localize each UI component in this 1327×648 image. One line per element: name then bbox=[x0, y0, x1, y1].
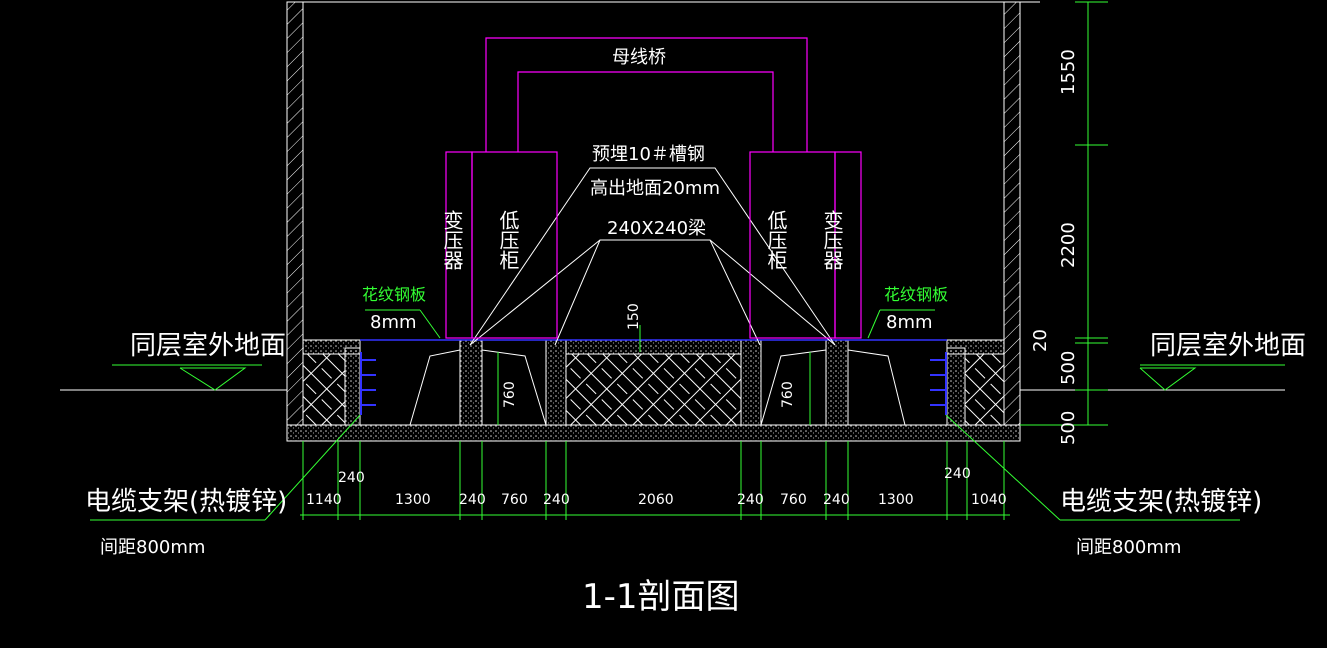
vdim-500-b: 500 bbox=[1058, 411, 1079, 445]
right-trench-outline bbox=[847, 349, 906, 426]
hdim-760-right: 760 bbox=[780, 492, 807, 508]
dim-760-right-label: 760 bbox=[780, 381, 796, 408]
equipment-right bbox=[749, 151, 862, 339]
drawing-title: 1-1剖面图 bbox=[582, 577, 740, 617]
vertical-dimension bbox=[1020, 1, 1108, 426]
left-mid-pier bbox=[545, 339, 567, 426]
cable-bracket-left-label: 电缆支架(热镀锌) bbox=[85, 487, 287, 517]
vdim-2200: 2200 bbox=[1058, 222, 1079, 268]
center-block bbox=[565, 353, 742, 426]
transformer-left-label: 变压器 bbox=[440, 210, 464, 270]
vdim-500-a: 500 bbox=[1058, 351, 1079, 385]
hdim-1300-left: 1300 bbox=[395, 492, 431, 508]
bracket-leaders bbox=[90, 414, 1240, 521]
hdim-240-c: 240 bbox=[737, 492, 764, 508]
equipment-left bbox=[445, 151, 558, 339]
dim-760-left-label: 760 bbox=[502, 381, 518, 408]
right-cable-brackets bbox=[930, 352, 947, 415]
hdim-240-a: 240 bbox=[459, 492, 486, 508]
hdim-240-b: 240 bbox=[543, 492, 570, 508]
checker-plate-left-label: 花纹钢板 bbox=[362, 285, 426, 304]
right-outer-block-inner bbox=[946, 347, 966, 426]
embed-channel-label: 预埋10＃槽钢 bbox=[592, 144, 705, 165]
left-cable-brackets bbox=[360, 352, 376, 415]
hdim-1040: 1040 bbox=[971, 492, 1007, 508]
inner-vertical-dims bbox=[497, 325, 811, 425]
dim-150-label: 150 bbox=[626, 303, 642, 330]
hdim-760-left: 760 bbox=[501, 492, 528, 508]
lv-cabinet-left-label: 低压柜 bbox=[496, 210, 520, 270]
hdim-1140: 1140 bbox=[306, 492, 342, 508]
right-outer-block bbox=[964, 353, 1005, 426]
ground-markers bbox=[112, 364, 1285, 391]
right-mid-pier bbox=[740, 339, 762, 426]
checker-plate-right-label: 花纹钢板 bbox=[884, 285, 948, 304]
right-wall bbox=[1003, 1, 1021, 426]
outdoor-ground-right-label: 同层室外地面 bbox=[1150, 331, 1306, 361]
lv-cabinet-right-label: 低压柜 bbox=[764, 210, 788, 270]
left-outer-block-inner bbox=[344, 347, 361, 426]
hdim-240-right-top: 240 bbox=[944, 466, 971, 482]
checker-plate-right-thk: 8mm bbox=[886, 312, 933, 333]
height-above-floor-label: 高出地面20mm bbox=[590, 178, 720, 199]
left-pier bbox=[459, 339, 483, 426]
hdim-240-d: 240 bbox=[823, 492, 850, 508]
center-block-top bbox=[565, 339, 742, 355]
outdoor-ground-left-label: 同层室外地面 bbox=[130, 331, 286, 361]
cable-bracket-right-spacing: 间距800mm bbox=[1076, 537, 1181, 558]
hdim-2060: 2060 bbox=[638, 492, 674, 508]
checker-plate-left-thk: 8mm bbox=[370, 312, 417, 333]
busbar-label: 母线桥 bbox=[612, 47, 666, 68]
beam-label: 240X240梁 bbox=[607, 218, 706, 239]
transformer-right-label: 变压器 bbox=[820, 210, 844, 270]
right-pier bbox=[825, 339, 849, 426]
horizontal-dimension bbox=[300, 441, 1010, 520]
left-inner-trench bbox=[481, 349, 547, 426]
cable-bracket-right-label: 电缆支架(热镀锌) bbox=[1060, 487, 1262, 517]
vdim-1550: 1550 bbox=[1058, 49, 1079, 95]
left-wall bbox=[286, 1, 304, 426]
left-trench-outline bbox=[409, 349, 461, 426]
beam-support-lines bbox=[469, 167, 836, 346]
plate-leaders bbox=[365, 309, 935, 339]
vdim-20: 20 bbox=[1030, 329, 1051, 352]
right-inner-trench bbox=[760, 349, 827, 426]
bottom-slab bbox=[286, 424, 1021, 442]
busbar-bridge bbox=[485, 37, 808, 152]
left-outer-block bbox=[302, 353, 346, 426]
hdim-240-left-top: 240 bbox=[338, 470, 365, 486]
cable-bracket-left-spacing: 间距800mm bbox=[100, 537, 205, 558]
hdim-1300-right: 1300 bbox=[878, 492, 914, 508]
